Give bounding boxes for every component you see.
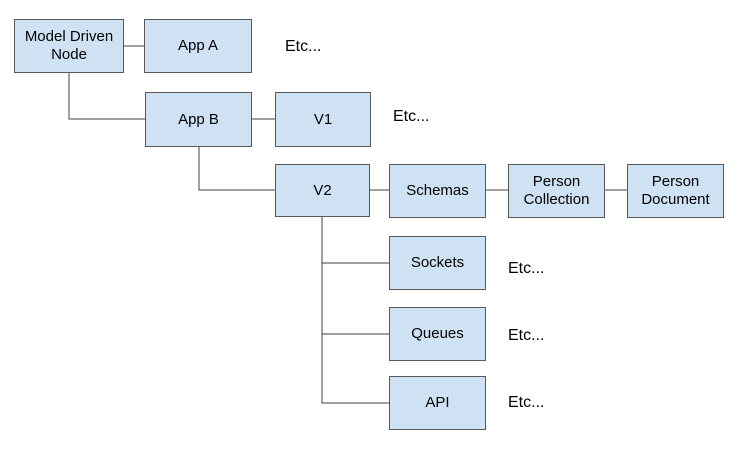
node-label: Person Collection bbox=[523, 173, 590, 208]
node-label: Schemas bbox=[406, 182, 469, 199]
node-app-b: App B bbox=[145, 92, 252, 147]
node-label: API bbox=[425, 394, 450, 411]
etc-label-queues: Etc... bbox=[508, 327, 545, 344]
etc-label-v1: Etc... bbox=[393, 108, 430, 125]
node-queues: Queues bbox=[389, 307, 486, 361]
node-label: Queues bbox=[411, 325, 464, 342]
node-api: API bbox=[389, 376, 486, 430]
node-person-collection: Person Collection bbox=[508, 164, 605, 218]
node-label: V2 bbox=[313, 181, 332, 199]
connector-app-b-v2 bbox=[198, 147, 275, 191]
node-v1: V1 bbox=[275, 92, 371, 147]
node-model-driven-node: Model Driven Node bbox=[14, 19, 124, 73]
etc-label-api: Etc... bbox=[508, 394, 545, 411]
node-sockets: Sockets bbox=[389, 236, 486, 290]
node-label: V1 bbox=[313, 110, 333, 128]
node-label: Person Document bbox=[641, 173, 710, 208]
node-app-a: App A bbox=[144, 19, 252, 73]
node-person-document: Person Document bbox=[627, 164, 724, 218]
node-v2: V2 bbox=[275, 164, 370, 217]
connector-v2-trunk bbox=[321, 217, 389, 404]
connector-root-app-b bbox=[68, 73, 145, 120]
node-label: App A bbox=[177, 37, 219, 54]
node-label: App B bbox=[178, 110, 219, 128]
etc-label-sockets: Etc... bbox=[508, 260, 545, 277]
node-schemas: Schemas bbox=[389, 164, 486, 218]
node-label: Sockets bbox=[410, 254, 465, 271]
etc-label-app-a: Etc... bbox=[285, 38, 322, 55]
node-label: Model Driven Node bbox=[24, 28, 114, 63]
